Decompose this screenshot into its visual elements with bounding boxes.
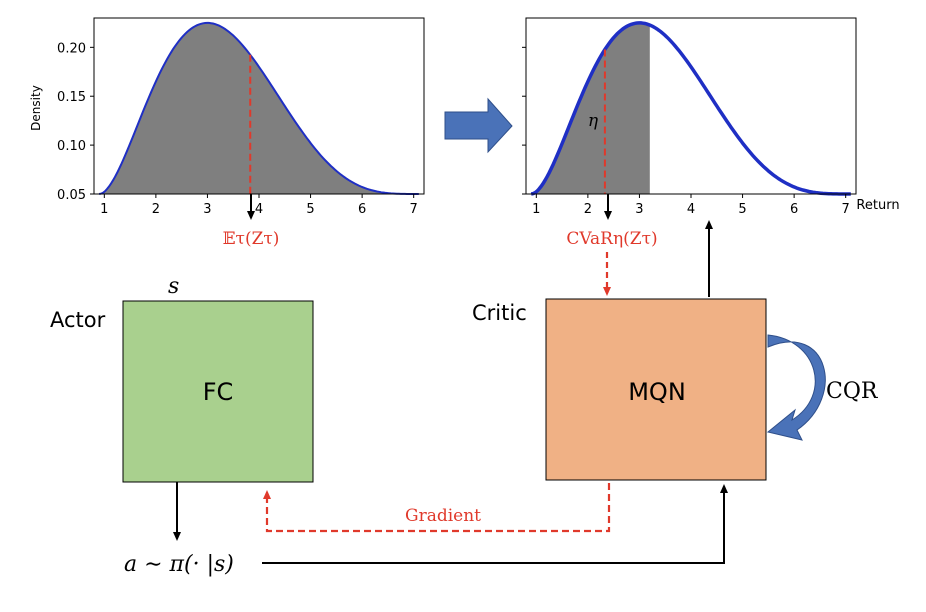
right-y-axis [522, 46, 526, 195]
left-density-chart: 1 2 3 4 5 6 7 0.05 0.10 0.15 0.20 Density 𝔼τ(Zτ) [29, 17, 425, 249]
right-x-tick-label: 5 [738, 202, 746, 217]
actor-fc-label: FC [203, 378, 234, 406]
eta-region-label: η [588, 111, 599, 131]
left-y-tick-label: 0.10 [57, 139, 86, 154]
gradient-label: Gradient [405, 506, 481, 526]
cqr-label: CQR [826, 379, 879, 404]
left-y-axis: 0.05 0.10 0.15 0.20 [57, 41, 94, 203]
right-x-tick-label: 7 [842, 202, 850, 217]
right-density-curve [530, 21, 851, 196]
action-policy-label: a ∼ π(· |s) [124, 552, 234, 577]
right-x-axis: 1 2 3 4 5 6 7 [532, 194, 850, 217]
actor-label: Actor [50, 308, 106, 332]
transition-arrow-icon [444, 97, 513, 154]
left-x-axis: 1 2 3 4 5 6 7 [100, 194, 418, 217]
right-shaded-tail-area [531, 22, 650, 195]
cqr-loop-arrow-icon [766, 334, 826, 441]
left-x-tick-label: 4 [255, 202, 263, 217]
left-y-tick-label: 0.15 [57, 90, 86, 105]
gradient-flow-line [263, 483, 611, 533]
left-x-tick-label: 2 [152, 202, 160, 217]
left-x-tick-label: 5 [306, 202, 314, 217]
left-y-tick-label: 0.05 [57, 188, 86, 203]
left-shaded-area [99, 22, 419, 195]
right-marker-label: CVaRη(Zτ) [566, 229, 657, 249]
critic-mqn-box [545, 298, 767, 481]
left-x-tick-label: 7 [410, 202, 418, 217]
left-x-tick-label: 3 [203, 202, 211, 217]
left-y-axis-label: Density [29, 85, 43, 131]
left-marker-label: 𝔼τ(Zτ) [223, 229, 280, 249]
critic-mqn-label: MQN [628, 378, 686, 406]
right-x-tick-label: 4 [687, 202, 695, 217]
left-x-tick-label: 1 [100, 202, 108, 217]
left-y-tick-label: 0.20 [57, 41, 86, 56]
right-density-chart: η 1 2 3 4 5 6 7 Return CVaRη(Zτ) [522, 17, 900, 249]
right-x-tick-label: 2 [584, 202, 592, 217]
state-label: s [168, 274, 179, 299]
right-x-axis-label: Return [856, 198, 899, 213]
right-x-tick-label: 1 [532, 202, 540, 217]
left-x-tick-label: 6 [358, 202, 366, 217]
left-density-curve [99, 21, 419, 195]
action-to-critic-arrow [262, 484, 728, 564]
right-x-tick-label: 6 [790, 202, 798, 217]
critic-label: Critic [472, 301, 527, 325]
actor-fc-box [122, 300, 314, 483]
right-x-tick-label: 3 [635, 202, 643, 217]
